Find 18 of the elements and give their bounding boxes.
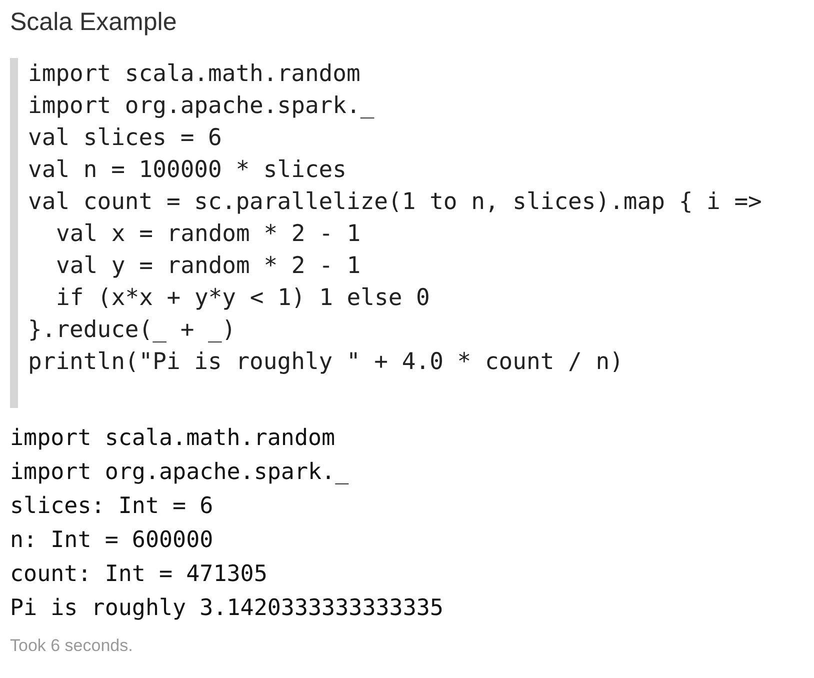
- code-line: import scala.math.random: [28, 60, 360, 88]
- duration-note: Took 6 seconds.: [10, 636, 133, 656]
- code-line: val y = random * 2 - 1: [56, 252, 361, 280]
- code-line: if (x*x + y*y < 1) 1 else 0: [56, 284, 430, 312]
- code-line: val x = random * 2 - 1: [56, 220, 361, 248]
- output-line: import scala.math.random: [10, 424, 336, 452]
- code-line: val count = sc.parallelize(1 to n, slices).map { i =>: [28, 188, 762, 216]
- output-line: slices: Int = 6: [10, 492, 214, 520]
- output-line: import org.apache.spark._: [10, 458, 349, 486]
- code-line: }.reduce(_ + _): [28, 316, 236, 344]
- code-line: import org.apache.spark._: [28, 92, 374, 120]
- page-title: Scala Example: [10, 8, 177, 37]
- code-line: val n = 100000 * slices: [28, 156, 346, 184]
- code-line: println("Pi is roughly " + 4.0 * count / n): [28, 348, 624, 376]
- output-line: n: Int = 600000: [10, 526, 214, 554]
- output-line: count: Int = 471305: [10, 560, 268, 588]
- output-line: Pi is roughly 3.1420333333333335: [10, 594, 444, 622]
- code-line: val slices = 6: [28, 124, 222, 152]
